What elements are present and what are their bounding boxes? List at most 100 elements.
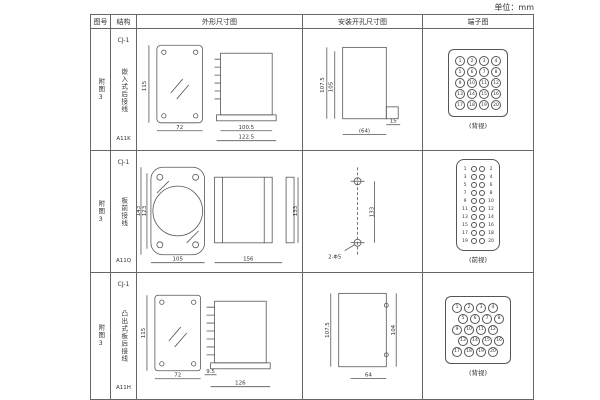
terminal-pin: 18	[467, 100, 477, 110]
terminal-pin	[471, 206, 477, 212]
dim-64: 64	[365, 373, 372, 379]
terminal-pin	[479, 222, 485, 228]
dim-107-5: 107.5	[320, 77, 326, 93]
terminal-view-label: (前视)	[468, 256, 488, 264]
outline-drawing-a11h: 115 72 9.5 126	[137, 273, 303, 399]
mount-type-label: 嵌入式后接线	[119, 67, 128, 113]
type-code-label: A11K	[116, 136, 131, 142]
terminal-pin	[471, 190, 477, 196]
terminal-number: 5	[463, 182, 467, 188]
dim-123: 123	[142, 205, 148, 216]
fig-no-text: 附图3	[96, 77, 105, 102]
terminal-pin: 12	[491, 78, 501, 88]
terminal-number: 20	[488, 238, 494, 244]
dim-72: 72	[174, 373, 181, 379]
type-code-label: A11Q	[115, 258, 132, 264]
terminal-pin: 10	[467, 78, 477, 88]
terminal-pin: 10	[464, 324, 474, 335]
terminal-pin	[471, 214, 477, 220]
terminal-pin: 19	[476, 346, 486, 357]
unit-label: 单位：mm	[494, 3, 534, 12]
fig-no-a11k: 附图3	[91, 29, 111, 151]
install-drawing-a11h: 107.5 104 64	[303, 273, 423, 399]
dim-15: 15	[390, 118, 397, 124]
model-label: CJ-1	[117, 281, 130, 288]
dim-104: 104	[391, 324, 397, 335]
terminal-number: 15	[462, 222, 468, 228]
dim-126: 126	[235, 381, 246, 387]
dim-115: 115	[141, 328, 147, 338]
terminal-pin: 14	[467, 89, 477, 99]
terminal-pin: 9	[452, 324, 462, 335]
dim-133: 133	[369, 206, 375, 217]
dim-100-5: 100.5	[239, 124, 255, 130]
structure-a11k: CJ-1 嵌入式后接线 A11K	[111, 29, 137, 151]
fig-no-a11h: 附图3	[91, 273, 111, 399]
structure-a11h: CJ-1 凸出式板后接线 A11H	[111, 273, 137, 399]
terminal-pin: 4	[488, 302, 498, 313]
dim-105: 105	[173, 256, 183, 262]
mount-type-label: 板前接线	[119, 197, 128, 227]
terminal-pin: 13	[458, 335, 468, 346]
terminal-pin: 11	[476, 324, 486, 335]
terminal-pin: 3	[479, 56, 489, 66]
terminal-pin: 16	[494, 335, 504, 346]
terminal-pin	[479, 190, 485, 196]
header-structure: 结构	[111, 15, 137, 29]
terminal-pin	[471, 182, 477, 188]
structure-a11q: CJ-1 板前接线 A11Q	[111, 151, 137, 273]
terminal-pin	[479, 198, 485, 204]
terminal-pin: 2	[464, 302, 474, 313]
terminal-pin: 9	[455, 78, 465, 88]
terminal-pin: 6	[467, 67, 477, 77]
fig-no-text: 附图3	[96, 324, 105, 348]
terminal-number: 8	[489, 190, 493, 196]
terminal-pin: 20	[491, 100, 501, 110]
terminal-view-label: (背视)	[468, 122, 488, 130]
dim-72: 72	[176, 124, 183, 130]
terminal-number: 14	[488, 214, 494, 220]
terminal-pin	[471, 222, 477, 228]
dimension-table: 图号 结构 外形尺寸图 安装开孔尺寸图 端子图 附图3 CJ-1 嵌入式后接线 …	[90, 14, 534, 400]
terminal-pin: 13	[455, 89, 465, 99]
dim-64: (64)	[359, 128, 370, 134]
fig-no-text: 附图3	[96, 199, 105, 224]
terminal-pin: 3	[476, 302, 486, 313]
model-label: CJ-1	[117, 159, 130, 166]
header-terminal-diagram: 端子图	[423, 15, 533, 29]
terminal-pin: 1	[452, 302, 462, 313]
type-code-label: A11H	[116, 385, 131, 391]
terminal-pin	[471, 238, 477, 244]
terminal-pin: 12	[488, 324, 498, 335]
terminal-pin: 4	[491, 56, 501, 66]
terminal-pin: 7	[479, 67, 489, 77]
terminal-pin: 2	[467, 56, 477, 66]
terminal-number: 9	[463, 198, 467, 204]
fig-no-a11q: 附图3	[91, 151, 111, 273]
terminal-number: 13	[462, 214, 468, 220]
outline-drawing-a11k: 115 72 100.5 122.5	[137, 29, 303, 151]
header-fig-no: 图号	[91, 15, 111, 29]
header-install-dims: 安装开孔尺寸图	[303, 15, 423, 29]
install-drawing-a11q: 133 2-Φ5	[303, 151, 423, 273]
dim-133: 133	[293, 205, 299, 216]
terminal-pin	[471, 166, 477, 172]
terminal-pin	[471, 174, 477, 180]
terminal-pin: 19	[479, 100, 489, 110]
install-drawing-a11k: 107.5 105 15 (64)	[303, 29, 423, 151]
terminal-pin	[479, 238, 485, 244]
terminal-pin: 8	[491, 67, 501, 77]
terminal-pin: 11	[479, 78, 489, 88]
terminal-pin: 5	[455, 67, 465, 77]
terminal-pin	[479, 174, 485, 180]
dim-107-5: 107.5	[325, 322, 331, 338]
terminal-pin: 17	[455, 100, 465, 110]
terminal-pin: 15	[479, 89, 489, 99]
outline-drawing-a11q: 143 123 105 156 133	[137, 151, 303, 273]
terminal-pin: 18	[464, 346, 474, 357]
